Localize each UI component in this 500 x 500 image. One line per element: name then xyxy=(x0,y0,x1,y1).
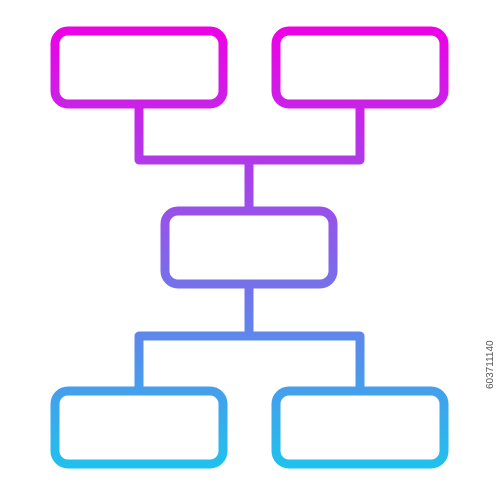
lower-connector xyxy=(134,331,365,391)
top-right-box xyxy=(271,26,449,109)
bottom-left-box xyxy=(50,386,228,469)
middle-box xyxy=(160,206,338,289)
upper-connector xyxy=(134,104,365,165)
stock-image-id: 603711140 xyxy=(485,340,496,390)
top-left-box xyxy=(50,26,228,109)
bottom-right-box xyxy=(271,386,449,469)
